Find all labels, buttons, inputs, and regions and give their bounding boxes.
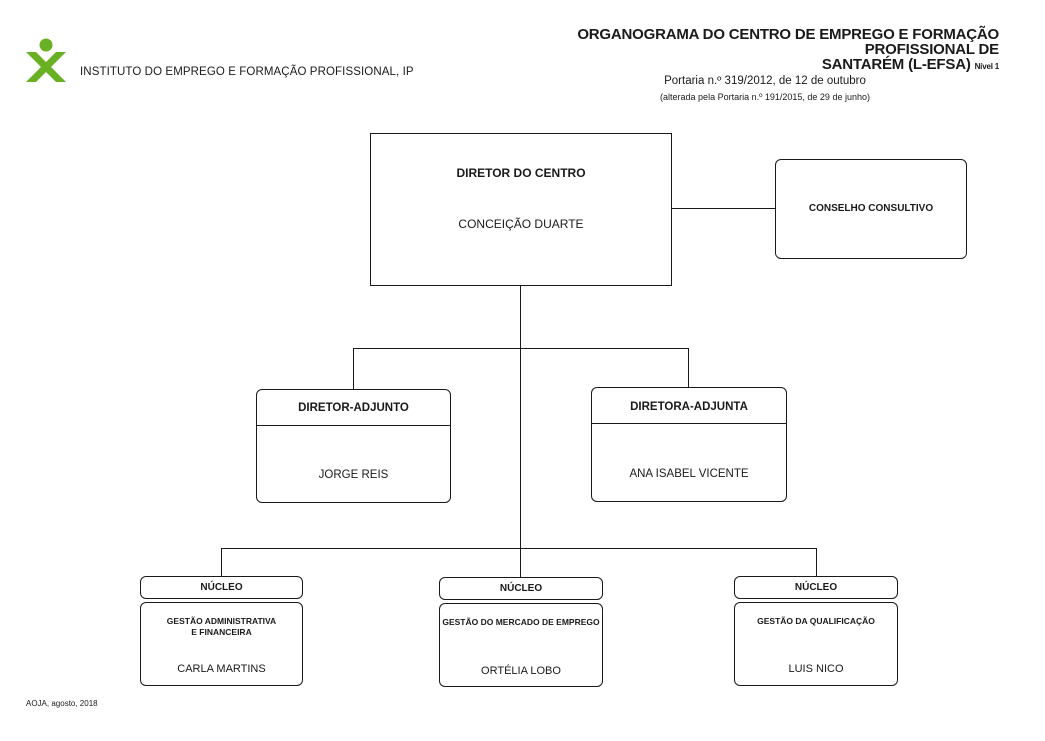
director-box: DIRETOR DO CENTRO CONCEIÇÃO DUARTE — [370, 133, 672, 286]
deputy-box-right: DIRETORA-ADJUNTA ANA ISABEL VICENTE — [591, 387, 787, 502]
nucleo-header-box: NÚCLEO — [439, 577, 603, 600]
deputy-name: ANA ISABEL VICENTE — [629, 468, 749, 480]
nucleo-header: NÚCLEO — [794, 582, 838, 593]
divider — [257, 425, 450, 426]
deputy-role: DIRETORA-ADJUNTA — [630, 401, 748, 413]
nucleo-name: LUIS NICO — [788, 663, 844, 675]
council-box: CONSELHO CONSULTIVO — [775, 159, 967, 259]
portaria-note: (alterada pela Portaria n.º 191/2015, de… — [660, 92, 870, 102]
portaria: Portaria n.º 319/2012, de 12 de outubro — [664, 75, 866, 87]
nucleo-box-admin: GESTÃO ADMINISTRATIVA E FINANCEIRA CARLA… — [140, 602, 303, 686]
deputy-role: DIRETOR-ADJUNTO — [298, 402, 409, 414]
org-name: INSTITUTO DO EMPREGO E FORMAÇÃO PROFISSI… — [80, 66, 414, 78]
nucleo-title-line-1: GESTÃO ADMINISTRATIVA — [166, 616, 277, 626]
nucleo-title-line-2: E FINANCEIRA — [191, 627, 252, 637]
nucleo-box-emprego: GESTÃO DO MERCADO DE EMPREGO ORTÉLIA LOB… — [439, 603, 603, 687]
footer-text: AOJA, agosto, 2018 — [26, 699, 98, 708]
director-name: CONCEIÇÃO DUARTE — [458, 217, 584, 231]
nucleo-title-line-1: GESTÃO DO MERCADO DE EMPREGO — [442, 617, 600, 627]
director-role: DIRETOR DO CENTRO — [456, 166, 586, 180]
page-title: ORGANOGRAMA DO CENTRO DE EMPREGO E FORMA… — [479, 27, 999, 74]
title-line-2: SANTARÉM (L-EFSA) Nível 1 — [479, 57, 999, 74]
connector-nucleo-left — [221, 548, 222, 576]
nucleo-box-qualificacao: GESTÃO DA QUALIFICAÇÃO LUIS NICO — [734, 602, 898, 686]
connector-deputy-left — [353, 348, 354, 390]
nucleo-name: ORTÉLIA LOBO — [481, 665, 561, 677]
nucleo-header-box: NÚCLEO — [734, 576, 898, 599]
council-role: CONSELHO CONSULTIVO — [808, 203, 934, 214]
iefp-logo-icon — [26, 38, 66, 82]
connector-nucleo-right — [816, 548, 817, 576]
nucleo-header: NÚCLEO — [200, 582, 243, 593]
divider — [592, 423, 786, 424]
level-label: Nível 1 — [974, 62, 1000, 71]
connector-main-vertical — [520, 285, 521, 578]
connector-deputies-horizontal — [353, 348, 689, 349]
connector-deputy-right — [688, 348, 689, 388]
connector-nucleos-horizontal — [221, 548, 817, 549]
nucleo-header: NÚCLEO — [499, 583, 543, 594]
nucleo-header-box: NÚCLEO — [140, 576, 303, 599]
nucleo-title-line-1: GESTÃO DA QUALIFICAÇÃO — [757, 616, 875, 626]
nucleo-name: CARLA MARTINS — [177, 663, 266, 675]
deputy-box-left: DIRETOR-ADJUNTO JORGE REIS — [256, 389, 451, 503]
title-line-1: ORGANOGRAMA DO CENTRO DE EMPREGO E FORMA… — [577, 26, 999, 58]
connector-director-council — [671, 208, 776, 209]
deputy-name: JORGE REIS — [318, 469, 389, 481]
title-line-2-text: SANTARÉM (L-EFSA) — [821, 56, 971, 73]
